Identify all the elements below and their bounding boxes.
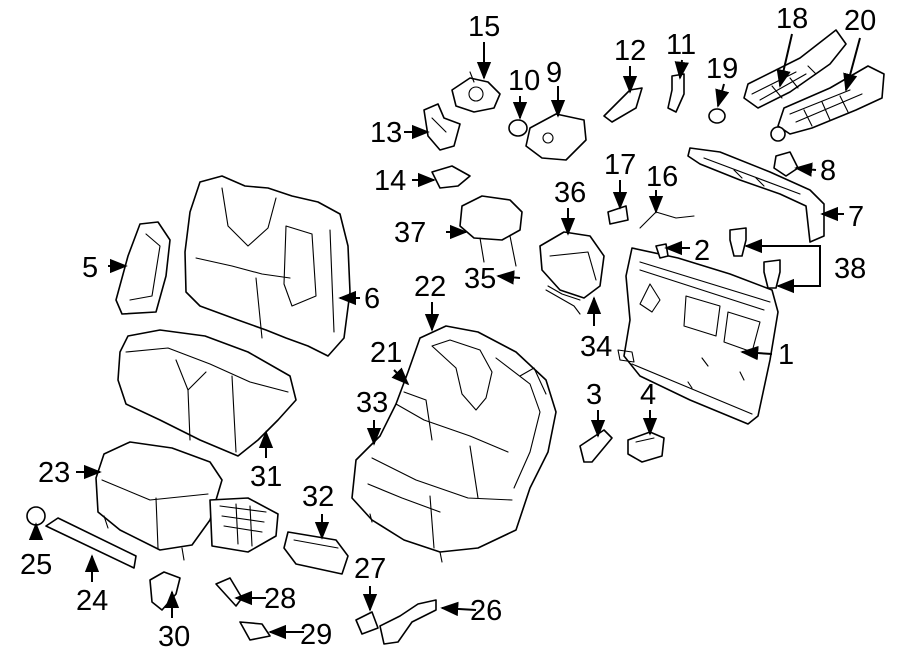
hinge-part [423,103,461,151]
callout-21: 21 [370,337,402,369]
callout-12: 12 [614,35,646,67]
leader-lines [28,33,861,640]
callout-27: 27 [354,553,386,585]
button-part [26,506,46,526]
latch-clip-part [773,151,799,177]
bracket-plate-part [607,205,629,225]
block-part [355,611,379,635]
bushing-part [508,119,528,137]
callout-24: 24 [76,585,108,617]
callout-18: 18 [776,3,808,35]
trim-panel-part [687,147,825,243]
recliner-bracket-part [451,71,501,113]
callout-38: 38 [834,253,866,285]
trim-clip-part [431,165,471,189]
panel-part [283,531,349,575]
callout-23: 23 [38,457,70,489]
callout-26: 26 [470,595,502,627]
callout-20: 20 [844,5,876,37]
anchor-part [149,571,181,611]
callout-14: 14 [374,165,406,197]
callout-9: 9 [546,57,562,89]
guide-sleeve-part [729,227,781,289]
headrest-part [459,195,523,267]
callout-19: 19 [706,53,738,85]
callout-5: 5 [82,252,98,284]
hook-part [379,599,437,645]
callout-30: 30 [158,621,190,653]
side-bolster-part [115,221,171,315]
hook-bracket-part [579,429,613,463]
callout-4: 4 [640,379,656,411]
callout-7: 7 [848,201,864,233]
trim-piece-part [603,87,643,123]
callout-35: 35 [464,263,496,295]
callout-34: 34 [580,331,612,363]
callout-labels: 1 2 3 4 5 6 7 8 9 10 11 12 13 14 15 16 1… [20,3,876,653]
callout-17: 17 [604,149,636,181]
callout-36: 36 [554,177,586,209]
strip-part [45,517,137,569]
callout-28: 28 [264,583,296,615]
callout-31: 31 [250,461,282,493]
callout-1: 1 [778,339,794,371]
seat-back-cover-part [184,175,351,357]
callout-13: 13 [370,117,402,149]
cushion-pad-part [95,441,279,561]
callout-25: 25 [20,549,52,581]
callout-10: 10 [508,65,540,97]
callout-37: 37 [394,217,426,249]
wire-part [639,211,695,229]
callout-8: 8 [820,155,836,187]
seat-frame-part [617,247,779,425]
hinge-cover-part [525,113,587,161]
callout-3: 3 [586,379,602,411]
callout-15: 15 [468,11,500,43]
callout-6: 6 [364,283,380,315]
cushion-cover-part [117,329,297,457]
clamp-part [215,577,243,607]
callout-2: 2 [694,235,710,267]
callout-33: 33 [356,387,388,419]
latch-housing-part [627,431,665,463]
callout-32: 32 [302,481,334,513]
callout-11: 11 [666,29,696,61]
callout-16: 16 [646,161,678,193]
plate-part [239,621,271,641]
small-bracket-part [667,73,685,113]
cap-part [708,108,726,124]
callout-29: 29 [300,619,332,651]
callout-22: 22 [414,271,446,303]
